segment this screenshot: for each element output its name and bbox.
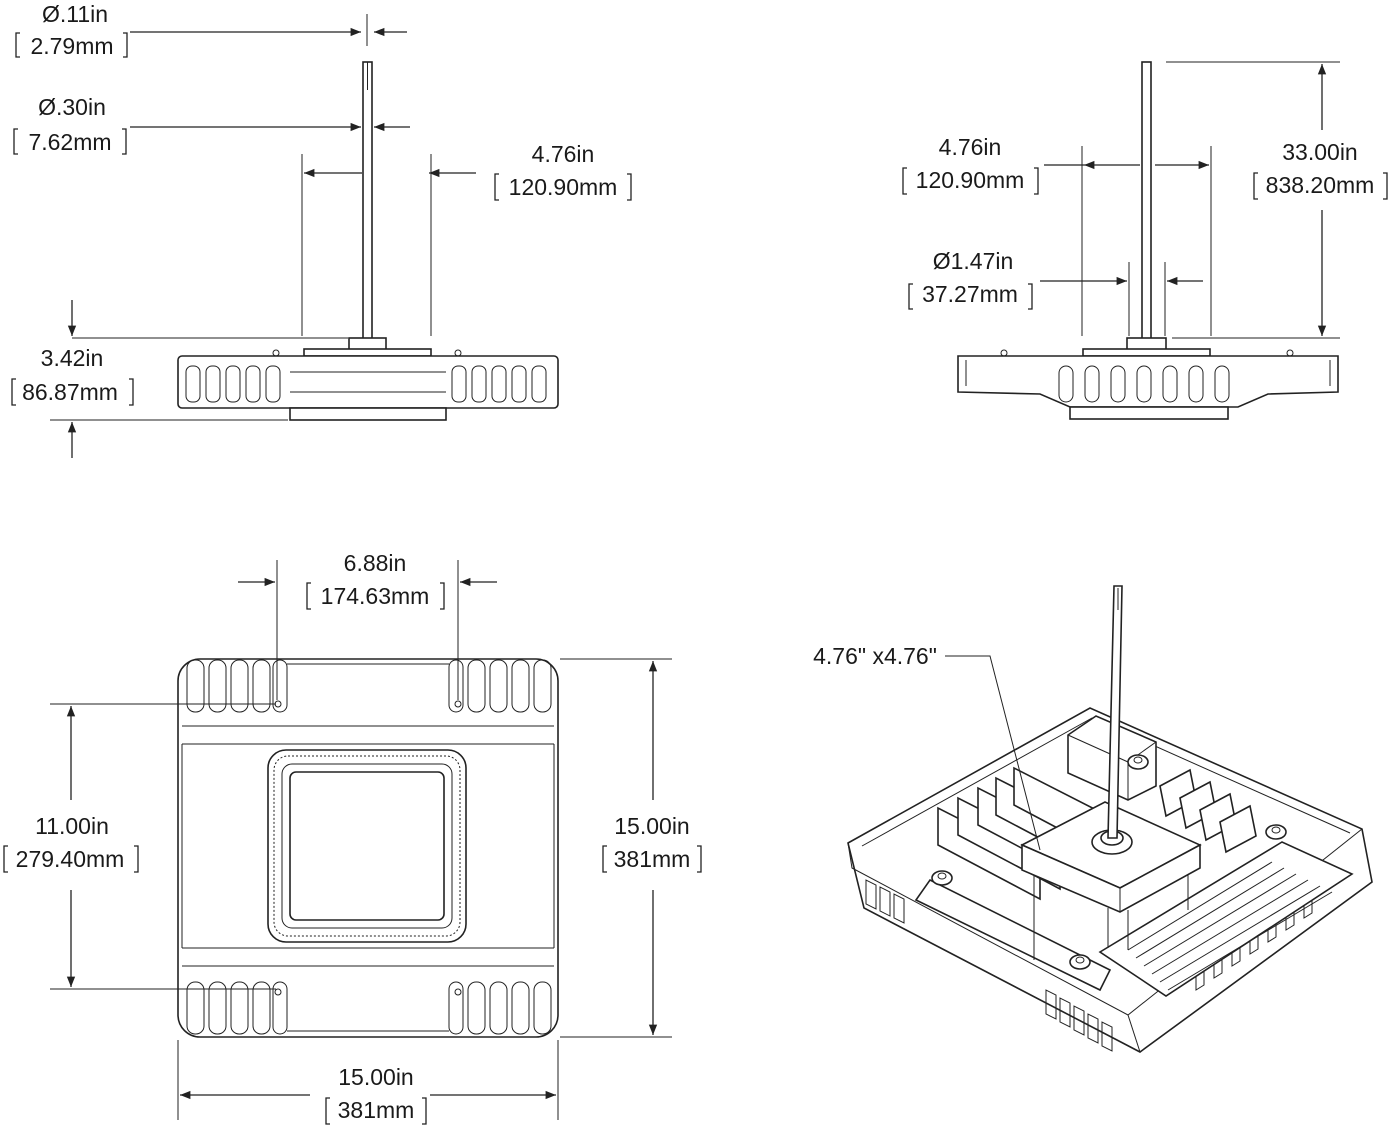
side-view-lens (289, 407, 447, 421)
cable-diameter-mm-label: 2.79mm (30, 33, 113, 59)
top-view-fins (186, 659, 552, 1035)
cable-diameter-label: Ø.11in (42, 1, 108, 27)
side-view-cable (362, 61, 373, 341)
front-view-fins (1058, 365, 1230, 403)
side-hub-width-mm-label: 120.90mm (509, 174, 618, 200)
overall-height-mm-label: 381mm (614, 846, 691, 872)
top-view: 6.88in 174.63mm 11.00in 279.40mm 15.00in… (3, 550, 702, 1125)
side-view-fins (185, 365, 547, 403)
iso-bolts (931, 754, 1287, 970)
front-view-cable (1141, 61, 1152, 343)
front-hub-width-mm-label: 120.90mm (916, 167, 1025, 193)
slot-spacing-mm-label: 174.63mm (321, 583, 430, 609)
stem-diameter-mm-label: 37.27mm (922, 281, 1018, 307)
cable-length-mm-label: 838.20mm (1266, 172, 1375, 198)
front-view: 4.76in 120.90mm Ø1.47in 37.27mm 33.00in … (902, 61, 1388, 420)
front-view-lens (1069, 406, 1229, 420)
top-view-lens (289, 771, 445, 921)
iso-driver-plate (1098, 841, 1354, 997)
overall-height-label: 15.00in (614, 813, 689, 839)
hub-size-callout: 4.76" x4.76" (813, 643, 937, 669)
iso-cable (1107, 585, 1123, 839)
cable-length-label: 33.00in (1282, 139, 1357, 165)
overall-width-mm-label: 381mm (338, 1097, 415, 1123)
front-view-hub (1082, 348, 1211, 357)
side-view-hub (303, 348, 432, 357)
isometric-view: 4.76" x4.76" (813, 585, 1373, 1053)
side-hub-width-label: 4.76in (532, 141, 595, 167)
height-mm-label: 86.87mm (22, 379, 118, 405)
iso-plate-slots (1127, 861, 1333, 991)
inner-height-label: 11.00in (35, 813, 109, 839)
slot-spacing-label: 6.88in (344, 550, 407, 576)
cord-diameter-mm-label: 7.62mm (28, 129, 111, 155)
side-view-housing (177, 355, 559, 409)
overall-width-label: 15.00in (338, 1064, 413, 1090)
side-view: Ø.11in 2.79mm Ø.30in 7.62mm 4.76in 120.9… (11, 1, 632, 458)
height-label: 3.42in (41, 345, 104, 371)
stem-diameter-label: Ø1.47in (933, 248, 1014, 274)
front-view-housing (957, 355, 1339, 408)
inner-height-mm-label: 279.40mm (16, 846, 125, 872)
front-hub-width-label: 4.76in (939, 134, 1002, 160)
cord-diameter-label: Ø.30in (38, 94, 106, 120)
